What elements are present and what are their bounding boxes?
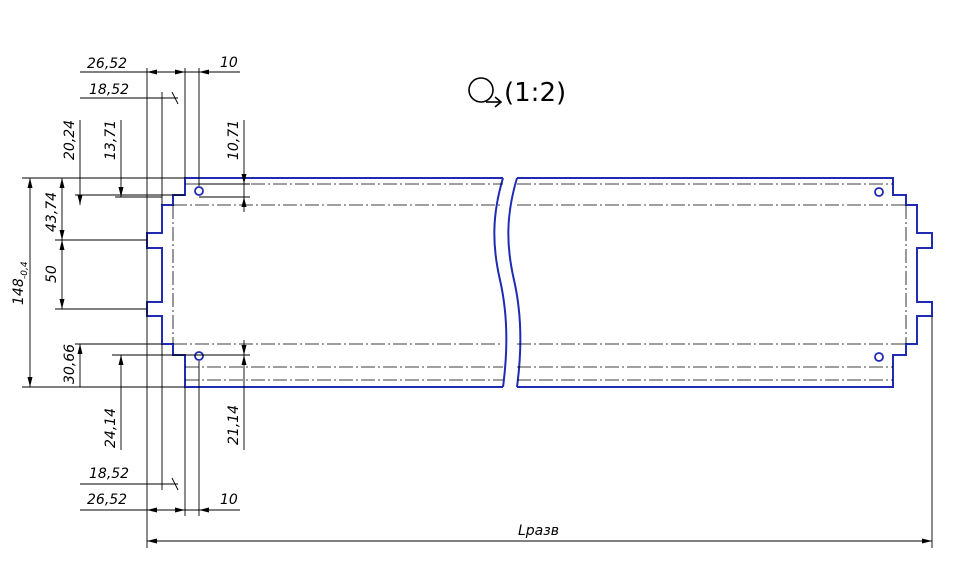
part-outline [146,177,933,388]
break-line-right [507,177,522,388]
break-line-left [493,177,508,388]
dim-148-tolerance: -0,4 [20,261,30,279]
dim-10-71: 10,71 [226,120,242,160]
scale-label: (1:2) [504,78,566,108]
fold-lines [172,183,907,381]
right-piece-outline [517,177,933,388]
dim-top-10: 10 [220,55,238,71]
dimension-lines [22,68,933,548]
dim-13-71: 13,71 [103,120,119,160]
hole-top-left [194,186,204,196]
dim-20-24: 20,24 [62,120,78,160]
hole-top-right [874,187,884,197]
dim-21-14: 21,14 [226,405,242,445]
hole-bottom-left [194,351,204,361]
dim-43-74: 43,74 [44,192,60,232]
unfold-view-icon [468,77,503,108]
svg-text:148: 148 [11,278,27,305]
dim-bottom-26-52: 26,52 [87,492,127,508]
dim-bottom-18-52: 18,52 [89,466,129,482]
dim-top-18-52: 18,52 [89,82,129,98]
dim-30-66: 30,66 [62,344,78,384]
arrowheads [27,69,932,544]
left-piece-outline [146,177,503,388]
hole-bottom-right [874,352,884,362]
dim-length-unfolded: Lразв [518,523,559,539]
dim-148: 148 -0,4 [11,261,30,305]
dim-top-26-52: 26,52 [87,56,127,72]
view-title: (1:2) [468,77,566,108]
dim-50: 50 [44,265,60,283]
dim-24-14: 24,14 [103,408,119,448]
dim-bottom-10: 10 [220,492,238,508]
dimension-texts: 26,52 10 18,52 20,24 13,71 10,71 43,74 1… [11,55,559,539]
